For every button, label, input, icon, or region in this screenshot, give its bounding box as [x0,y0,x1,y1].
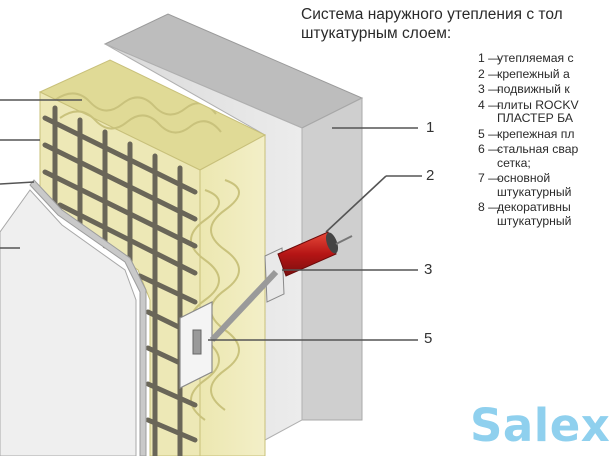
legend-number: 7 — [478,171,501,186]
legend-number: 5 — [478,126,501,141]
callout-label-5: 5 [424,330,433,347]
fibre-wave [210,179,240,411]
legend-item: 6 — стальная свар сетка; [478,143,610,170]
legend-number: 1 — [478,52,501,65]
fastening-anchor [277,231,353,277]
legend-number: 2 — [478,66,501,81]
legend-number: 3 — [478,82,501,97]
legend-number: 4 — [478,97,501,112]
movable-bracket [209,247,285,343]
mesh-bar [42,142,198,222]
mesh-bar [42,169,198,249]
leader-lines [0,99,422,341]
legend-item: 5 — крепежная пл [478,126,610,141]
legend-text: утепляемая с [497,52,574,65]
fibre-wave [190,189,220,421]
legend-item: 3 — подвижный к [478,82,610,97]
steel-mesh [42,105,198,459]
legend-text: подвижный к [497,82,570,97]
diagram-title: Система наружного утепления с тол штукат… [301,5,610,43]
legend-item: 4 — плиты ROCKV ПЛАСТЕР БА [478,97,610,126]
leader-line-2 [325,175,387,233]
anchor-body [277,231,337,277]
salexy-watermark: Salexy [470,399,610,452]
title-line-2: штукатурным слоем: [301,25,452,42]
legend-item: 2 — крепежный а [478,66,610,81]
legend-text: крепежный а [497,66,570,81]
legend-text: стальная свар сетка; [497,142,579,170]
legend-item: 7 — основной штукатурный [478,172,610,199]
mesh-bar [137,273,198,305]
leader-line-left-c [0,181,35,185]
plate-slot [192,329,202,355]
legend-text: основной штукатурный [497,171,572,199]
callout-label-3: 3 [424,261,433,278]
anchor-spike [335,235,353,245]
legend: 1 — утепляемая с 2 — крепежный а 3 — под… [478,52,610,230]
anchor-tip [325,232,339,254]
title-line-1: Система наружного утепления с тол [301,6,563,23]
callout-label-1: 1 [426,119,435,136]
callout-label-2: 2 [426,167,435,184]
legend-text: декоративны штукатурный [497,200,572,228]
legend-text: крепежная пл [497,126,575,141]
legend-number: 6 — [478,142,501,157]
wall-side-face [104,43,303,441]
fibre-wave [54,92,217,116]
fastening-plate [179,301,213,389]
bracket-rod [209,269,279,343]
legend-number: 8 — [478,200,501,215]
legend-item: 8 — декоративны штукатурный [478,201,610,228]
mesh-bar [42,115,198,195]
legend-item: 1 — утепляемая с [478,52,610,65]
fibre-wave [59,110,222,134]
legend-text: плиты ROCKV ПЛАСТЕР БА [497,97,579,126]
